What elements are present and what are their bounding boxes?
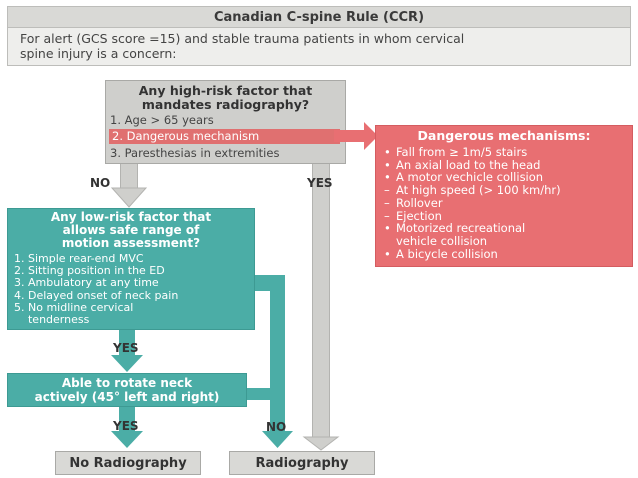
- low-risk-box: Any low-risk factor that allows safe ran…: [7, 208, 255, 330]
- low-risk-item: 4. Delayed onset of neck pain: [14, 288, 179, 302]
- bullet: •: [384, 157, 391, 172]
- dm-row: • An axial load to the head: [384, 157, 624, 172]
- dm-text: A motor vechicle collision: [396, 170, 544, 185]
- intro-line-2: spine injury is a concern:: [20, 46, 177, 61]
- dash: –: [384, 195, 390, 210]
- high-risk-item-3: 3. Paresthesias in extremities: [110, 146, 280, 160]
- dm-text: Ejection: [396, 208, 442, 223]
- arrowhead-yes-high: [302, 436, 340, 451]
- low-risk-item: 2. Sitting position in the ED: [14, 264, 165, 278]
- bullet: •: [384, 170, 391, 185]
- label-no-high: NO: [90, 176, 111, 190]
- rotate-line-1: Able to rotate neck: [61, 376, 193, 390]
- low-risk-question-2: allows safe range of: [62, 223, 200, 237]
- connector-yes-rotate: [119, 407, 135, 433]
- label-no-rotate: NO: [266, 420, 287, 434]
- low-risk-item: 5. No midline cervical: [14, 300, 134, 314]
- label-yes-high: YES: [307, 176, 333, 190]
- arrowhead-no-high: [110, 187, 148, 208]
- title-text: Canadian C-spine Rule (CCR): [213, 9, 425, 25]
- dm-text: Rollover: [396, 195, 443, 210]
- low-risk-question-3: motion assessment?: [61, 236, 201, 250]
- intro-box: For alert (GCS score =15) and stable tra…: [7, 28, 631, 66]
- dm-row: –Rollover: [384, 195, 624, 210]
- bullet: •: [384, 221, 391, 236]
- high-risk-item-2: 2. Dangerous mechanism: [109, 129, 340, 144]
- arrowhead-yes-low: [111, 355, 143, 372]
- high-risk-question-2: mandates radiography?: [141, 97, 310, 112]
- dm-text: At high speed (> 100 km/hr): [396, 183, 561, 198]
- dm-row: • A motor vechicle collision: [384, 171, 624, 184]
- dangerous-mechanisms-box: Dangerous mechanisms: • Fall from ≥ 1m/5 …: [375, 125, 633, 267]
- dm-text: An axial load to the head: [396, 157, 541, 172]
- dm-row: • Fall from ≥ 1m/5 stairs: [384, 146, 624, 159]
- connector-no-low-vertical: [270, 275, 285, 433]
- dash: –: [384, 183, 390, 198]
- dangerous-mechanisms-title: Dangerous mechanisms:: [417, 128, 591, 143]
- arrowhead-no-rotate: [262, 431, 293, 448]
- dangerous-mechanisms-list: • Fall from ≥ 1m/5 stairs • An axial load …: [384, 146, 624, 260]
- dm-row: • A bicycle collision: [384, 246, 624, 261]
- dm-row: vehicle collision: [384, 235, 624, 248]
- low-risk-question-1: Any low-risk factor that: [50, 210, 212, 224]
- dm-row: • Motorized recreational: [384, 222, 624, 235]
- label-yes-low: YES: [113, 341, 139, 355]
- connector-yes-low: [119, 330, 135, 358]
- radiography-label: Radiography: [255, 455, 349, 471]
- radiography-box: Radiography: [229, 451, 375, 475]
- connector-rotate-no: [247, 388, 277, 400]
- dm-row: –At high speed (> 100 km/hr): [384, 184, 624, 197]
- rotate-line-2: actively (45° left and right): [34, 390, 220, 404]
- no-radiography-box: No Radiography: [55, 451, 201, 475]
- connector-no-high: [120, 164, 138, 190]
- high-risk-question-1: Any high-risk factor that: [138, 83, 313, 98]
- arrowhead-yes-rotate: [111, 431, 143, 448]
- dm-text: Motorized recreational: [396, 221, 526, 236]
- dm-text: vehicle collision: [396, 233, 488, 248]
- rotate-neck-box: Able to rotate neck actively (45° left a…: [7, 373, 247, 407]
- label-yes-rotate: YES: [113, 419, 139, 433]
- red-arrow: [334, 122, 378, 150]
- dm-text: Fall from ≥ 1m/5 stairs: [396, 145, 528, 159]
- bullet: •: [384, 246, 391, 261]
- no-radiography-label: No Radiography: [69, 455, 187, 471]
- high-risk-box: Any high-risk factor that mandates radio…: [105, 80, 346, 164]
- connector-yes-high: [312, 164, 330, 440]
- bullet: •: [384, 145, 391, 159]
- low-risk-item: 3. Ambulatory at any time: [14, 276, 159, 290]
- intro-line-1: For alert (GCS score =15) and stable tra…: [20, 31, 465, 46]
- dash: –: [384, 208, 390, 223]
- diagram-title: Canadian C-spine Rule (CCR): [7, 6, 631, 28]
- dm-text: A bicycle collision: [396, 246, 498, 261]
- dm-row: –Ejection: [384, 208, 624, 223]
- high-risk-item-1: 1. Age > 65 years: [110, 113, 214, 127]
- low-risk-item: tenderness: [14, 313, 90, 327]
- low-risk-list: 1. Simple rear-end MVC 2. Sitting positi…: [14, 252, 248, 327]
- low-risk-item: 1. Simple rear-end MVC: [14, 252, 144, 265]
